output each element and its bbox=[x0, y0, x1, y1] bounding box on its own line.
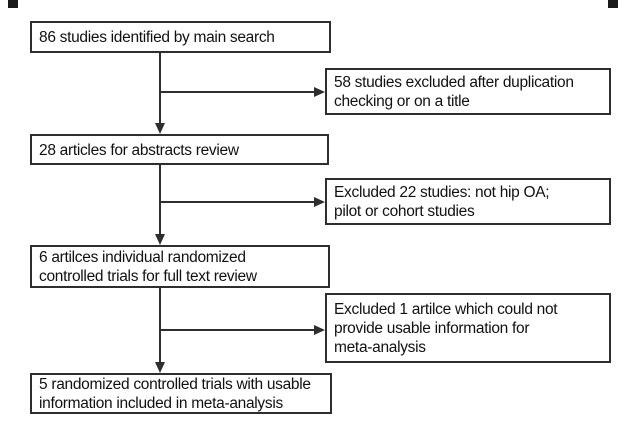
arrow-right-icon bbox=[314, 87, 325, 97]
box-text-line: provide usable information for bbox=[334, 320, 530, 337]
box-included-in-meta-analysis: 5 randomized controlled trials with usab… bbox=[30, 373, 332, 414]
arrow-right-icon bbox=[314, 325, 325, 335]
box-excluded-no-usable-info: Excluded 1 artilce which could not provi… bbox=[325, 293, 611, 363]
box-text-line: 28 articles for abstracts review bbox=[39, 141, 239, 159]
box-text-line: pilot or cohort studies bbox=[334, 203, 475, 220]
box-excluded-not-hip-oa: Excluded 22 studies: not hip OA; pilot o… bbox=[325, 178, 611, 225]
box-excluded-duplication: 58 studies excluded after duplication ch… bbox=[325, 68, 611, 115]
box-text-line: 58 studies excluded after duplication bbox=[334, 74, 574, 91]
box-text-line: information included in meta-analysis bbox=[39, 395, 283, 412]
arrow-down-icon bbox=[155, 362, 165, 373]
box-full-text-review: 6 artilces individual randomized control… bbox=[30, 245, 330, 288]
connector-fulltext-to-included bbox=[159, 288, 161, 362]
connector-identified-to-abstracts bbox=[159, 53, 161, 123]
box-text-line: 5 randomized controlled trials with usab… bbox=[39, 376, 311, 393]
corner-mark-left bbox=[8, 0, 18, 8]
arrow-right-icon bbox=[314, 197, 325, 207]
box-text-line: meta-analysis bbox=[334, 339, 426, 356]
connector-to-excluded-not-hip-oa bbox=[160, 201, 314, 203]
arrow-down-icon bbox=[155, 234, 165, 245]
box-abstracts-review: 28 articles for abstracts review bbox=[30, 134, 329, 165]
box-studies-identified: 86 studies identified by main search bbox=[30, 21, 331, 53]
connector-to-excluded-duplication bbox=[160, 91, 314, 93]
box-text-line: 86 studies identified by main search bbox=[39, 29, 275, 46]
corner-mark-right bbox=[608, 0, 618, 8]
arrow-down-icon bbox=[155, 123, 165, 134]
connector-abstracts-to-fulltext bbox=[159, 165, 161, 234]
box-text-line: Excluded 1 artilce which could not bbox=[334, 301, 558, 318]
box-text-line: 6 artilces individual randomized bbox=[39, 249, 246, 266]
box-text-line: controlled trials for full text review bbox=[39, 268, 257, 285]
box-text-line: checking or on a title bbox=[334, 93, 470, 110]
box-text-line: Excluded 22 studies: not hip OA; bbox=[334, 184, 550, 201]
connector-to-excluded-no-usable-info bbox=[160, 329, 314, 331]
